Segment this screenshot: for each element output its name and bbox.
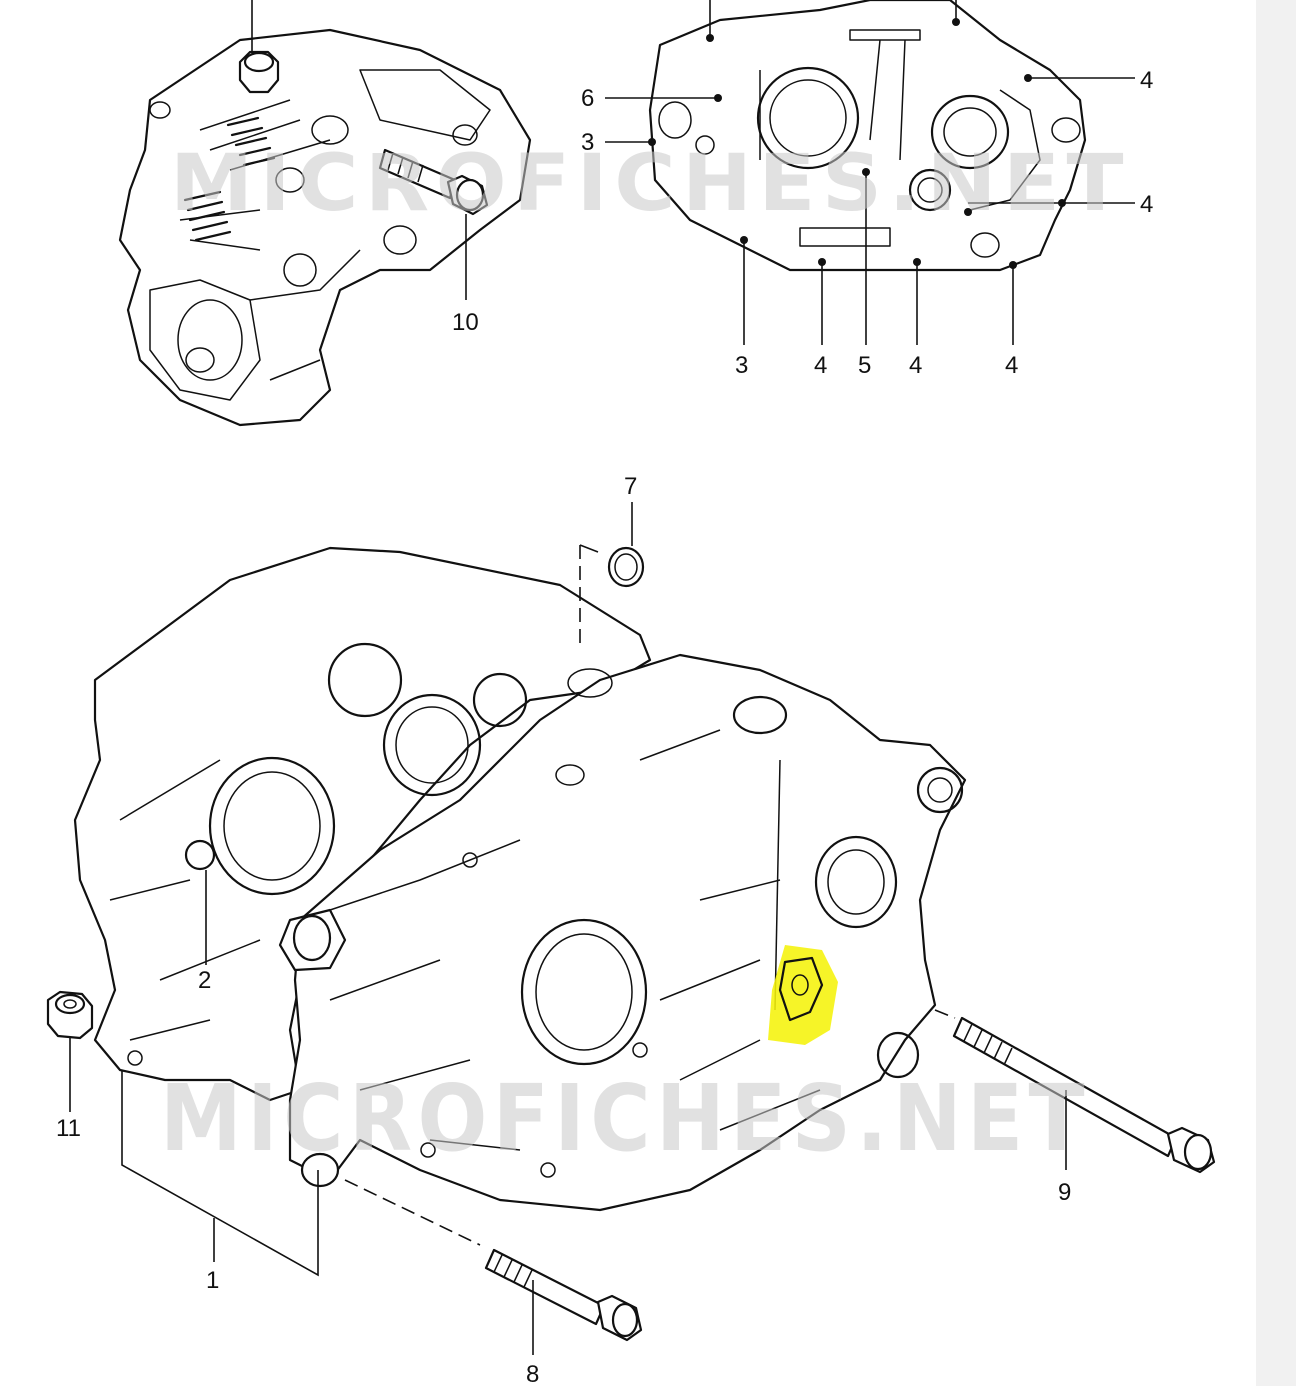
callout-7: 7 [624,473,637,500]
callout-1: 1 [206,1267,219,1294]
callout-8: 8 [526,1361,539,1386]
callout-4-bottom-a: 4 [814,352,827,379]
bolt-10 [378,148,489,300]
callout-4-bottom-c: 4 [1005,352,1018,379]
bolt-8 [344,1179,643,1355]
nut-11 [46,990,94,1112]
watermark: MICROFICHES.NET MICROFICHES.NET [160,139,1130,1172]
callout-4-right-lower: 4 [1140,191,1153,218]
callout-6: 6 [581,85,594,112]
bolt-9 [934,1009,1216,1174]
bracket-1 [121,1070,319,1277]
svg-text:MICROFICHES.NET: MICROFICHES.NET [170,139,1130,229]
upper-left-crankcase-half [118,0,532,427]
upper-right-crankcase-half [605,0,1135,345]
hatched-marking [183,116,276,242]
callout-4-right-upper: 4 [1140,67,1153,94]
right-edge-bar [1256,0,1296,1386]
callout-3-top: 3 [581,129,594,156]
o-ring-7 [579,502,645,650]
svg-text:MICROFICHES.NET: MICROFICHES.NET [160,1065,1090,1172]
lower-crankcase-assembly [73,546,967,1212]
callout-10: 10 [452,309,479,336]
callout-labels: 6 3 4 4 3 4 5 4 4 10 7 2 11 9 1 8 [56,67,1153,1386]
callout-5: 5 [858,352,871,379]
bolt-top-left [238,0,280,94]
callout-11: 11 [56,1115,81,1142]
callout-9: 9 [1058,1179,1071,1206]
callout-3-bottom: 3 [735,352,748,379]
callout-4-bottom-b: 4 [909,352,922,379]
callout-2: 2 [198,967,211,994]
